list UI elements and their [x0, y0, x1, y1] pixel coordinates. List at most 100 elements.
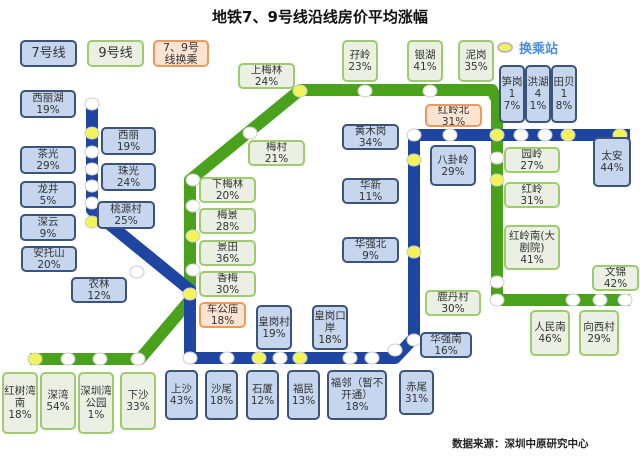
data-source: 数据来源：深圳中原研究中心	[452, 438, 589, 450]
station-name: 上沙	[171, 383, 192, 395]
station-pct: 11%	[358, 191, 383, 203]
station-dot	[219, 351, 235, 365]
station-dot	[185, 173, 201, 187]
station-name: 红岭南(大剧院)	[508, 229, 556, 254]
station-dot	[537, 128, 553, 142]
station-name: 笋岗	[501, 76, 523, 88]
station-pct: 18%	[345, 401, 369, 413]
station-pct: 29%	[587, 333, 611, 345]
station-pct: 12%	[250, 395, 275, 407]
station-dot	[565, 293, 581, 307]
interchange-station-dot	[489, 173, 505, 187]
station-pct: 12%	[87, 290, 111, 302]
station-dot	[422, 84, 438, 98]
station-pct: 41%	[413, 61, 437, 73]
interchange-station-dot	[251, 351, 267, 365]
station-box: 福邻（暂不开通）18%	[327, 370, 387, 420]
legend-line-7: 7号线	[20, 40, 77, 67]
station-pct: 19%	[262, 327, 286, 340]
station-name: 文锦	[605, 266, 626, 278]
station-name: 银湖	[414, 49, 436, 61]
station-name: 茶光	[37, 148, 59, 160]
station-name: 皇岗口岸	[314, 309, 346, 334]
station-name: 八卦岭	[437, 153, 469, 166]
station-dot	[185, 263, 201, 277]
station-pct: 31%	[441, 115, 466, 127]
station-name: 黄木岗	[354, 125, 387, 137]
station-dot	[617, 293, 633, 307]
station-pct: 16%	[434, 345, 458, 357]
station-name: 太安	[601, 150, 623, 162]
station-name: 红岭	[521, 183, 543, 195]
station-dot	[489, 275, 505, 289]
station-pct: 18%	[210, 315, 235, 327]
station-name: 农林	[88, 278, 110, 290]
station-pct: 20%	[37, 259, 61, 271]
station-pct: 9%	[39, 227, 57, 240]
station-name: 西丽湖	[32, 92, 64, 104]
station-pct: 33%	[126, 401, 150, 413]
station-pct: 29%	[441, 165, 465, 178]
station-dot	[84, 145, 100, 159]
station-pct: 42%	[603, 278, 628, 290]
station-pct: 9%	[362, 250, 379, 262]
legend-interchange: 换乘站	[497, 38, 558, 57]
station-pct: 29%	[36, 160, 60, 172]
station-dot	[84, 97, 100, 111]
station-dot	[357, 84, 373, 98]
station-dot	[272, 351, 288, 365]
station-name: 龙井	[37, 182, 59, 195]
station-dot	[406, 333, 422, 347]
station-name: 园岭	[521, 148, 543, 160]
station-pct: 18%	[209, 395, 234, 407]
station-name: 深云	[37, 215, 59, 228]
station-name: 梅村	[266, 141, 287, 153]
legend-interchange-label: 换乘站	[519, 42, 559, 57]
station-pct: 17%	[503, 88, 521, 112]
page-title: 地铁7、9号线沿线房价平均涨幅	[212, 8, 428, 26]
station-pct: 43%	[169, 395, 194, 407]
station-name: 华强北	[354, 238, 387, 250]
station-pct: 18%	[555, 88, 573, 112]
station-pct: 44%	[600, 162, 624, 174]
station-pct: 31%	[520, 195, 544, 207]
station-pct: 54%	[46, 401, 70, 413]
station-dot	[84, 162, 100, 176]
station-pct: 5%	[39, 194, 57, 207]
station-pct: 20%	[215, 190, 240, 202]
station-pct: 13%	[291, 395, 316, 407]
